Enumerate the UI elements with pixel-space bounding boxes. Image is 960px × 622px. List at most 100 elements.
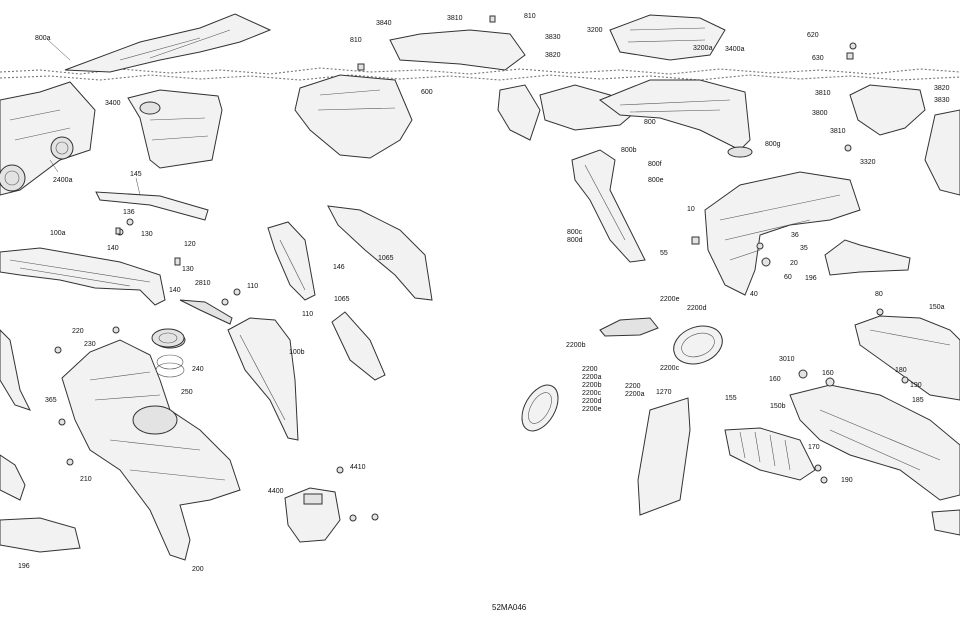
callout-100a: 100a: [50, 230, 66, 237]
callout-100b: 100b: [289, 349, 305, 356]
callout-185: 185: [912, 397, 924, 404]
part-3840-810: [357, 15, 526, 71]
callout-3810a: 3810: [447, 15, 463, 22]
callout-20: 20: [790, 260, 798, 267]
callout-155: 155: [725, 395, 737, 402]
part-10: [691, 171, 861, 296]
callout-3010: 3010: [779, 356, 795, 363]
callout-146: 146: [333, 264, 345, 271]
part-2400a: [0, 81, 96, 196]
callout-140a: 140: [107, 245, 119, 252]
callout-110b: 110: [302, 311, 314, 318]
part-3800: [849, 84, 960, 196]
callout-210: 210: [80, 476, 92, 483]
callout-80: 80: [875, 291, 883, 298]
callout-2200group: 2200 2200a 2200b 2200c 2200d 2200e: [582, 366, 602, 413]
part-196-right: [824, 239, 911, 276]
callout-140b: 140: [169, 287, 181, 294]
callout-130b: 130: [182, 266, 194, 273]
callout-196b: 196: [18, 563, 30, 570]
callout-810a: 810: [524, 13, 536, 20]
part-150b: [789, 384, 960, 536]
callout-220: 220: [72, 328, 84, 335]
part-200: [61, 331, 241, 561]
callout-35: 35: [800, 245, 808, 252]
callout-150a: 150a: [929, 304, 945, 311]
callout-3820: 3820: [545, 52, 561, 59]
part-150a: [854, 315, 960, 401]
part-600: [294, 74, 413, 159]
callout-1065b: 1065: [334, 296, 350, 303]
callout-160a: 160: [769, 376, 781, 383]
callout-136: 136: [123, 209, 135, 216]
callout-36: 36: [791, 232, 799, 239]
part-240-250: [151, 328, 185, 370]
callout-3810c: 3810: [830, 128, 846, 135]
callout-190: 190: [910, 382, 922, 389]
tear-line: [0, 67, 960, 81]
callout-800: 800: [644, 119, 656, 126]
callout-160b: 160: [822, 370, 834, 377]
callout-250: 250: [181, 389, 193, 396]
left-edge-fragments: [0, 329, 81, 553]
callout-40: 40: [750, 291, 758, 298]
callout-3200a: 3200a: [693, 45, 713, 52]
callout-810b: 810: [350, 37, 362, 44]
part-2200e: [599, 317, 659, 337]
part-2200c: [673, 325, 723, 365]
callout-3400: 3400: [105, 100, 121, 107]
part-800a: [47, 13, 272, 73]
callout-620: 620: [807, 32, 819, 39]
small-hardware: [54, 42, 909, 522]
callout-1270: 1270: [656, 389, 672, 396]
part-100b: [179, 299, 299, 441]
callout-196a: 196: [805, 275, 817, 282]
callout-10: 10: [687, 206, 695, 213]
part-2200-lens: [521, 384, 559, 432]
callout-800f: 800f: [648, 161, 662, 168]
part-146: [267, 221, 316, 301]
callout-2200x: 2200 2200a: [625, 383, 645, 398]
callout-1065a: 1065: [378, 255, 394, 262]
part-3830-3820: [497, 84, 641, 141]
part-145: [95, 177, 209, 221]
callout-2200c: 2200c: [660, 365, 680, 372]
document-code: 52MA046: [492, 603, 527, 612]
part-1065a: [327, 205, 433, 301]
part-155: [724, 427, 816, 481]
callout-2810: 2810: [195, 280, 211, 287]
callout-3400a: 3400a: [725, 46, 745, 53]
part-800: [598, 79, 753, 158]
callout-145: 145: [130, 171, 142, 178]
callout-3800: 3800: [812, 110, 828, 117]
callout-3840: 3840: [376, 20, 392, 27]
callout-600: 600: [421, 89, 433, 96]
callout-4400: 4400: [268, 488, 284, 495]
callout-3820b: 3820: [934, 85, 950, 92]
part-100a: [0, 247, 166, 306]
callout-365: 365: [45, 397, 57, 404]
callout-3810b: 3810: [815, 90, 831, 97]
callout-800e: 800e: [648, 177, 664, 184]
callout-55: 55: [660, 250, 668, 257]
part-3400: [127, 89, 223, 169]
part-1065b: [331, 311, 386, 381]
callout-800a: 800a: [35, 35, 51, 42]
callout-150b: 150b: [770, 403, 786, 410]
callout-4410: 4410: [350, 464, 366, 471]
callout-2200e: 2200e: [660, 296, 680, 303]
part-3200: [609, 14, 726, 61]
callout-3200: 3200: [587, 27, 603, 34]
part-1270: [637, 397, 691, 516]
callout-2200d: 2200d: [687, 305, 707, 312]
part-800c-800d: [571, 149, 646, 263]
callout-2200b: 2200b: [566, 342, 586, 349]
callout-120: 120: [184, 241, 196, 248]
callout-60: 60: [784, 274, 792, 281]
callout-800c: 800c 800d: [567, 229, 583, 244]
callout-2400a: 2400a: [53, 177, 73, 184]
fasteners-136-130-140: [115, 218, 134, 236]
callout-180: 180: [895, 367, 907, 374]
callout-3830: 3830: [545, 34, 561, 41]
callout-800g: 800g: [765, 141, 781, 148]
